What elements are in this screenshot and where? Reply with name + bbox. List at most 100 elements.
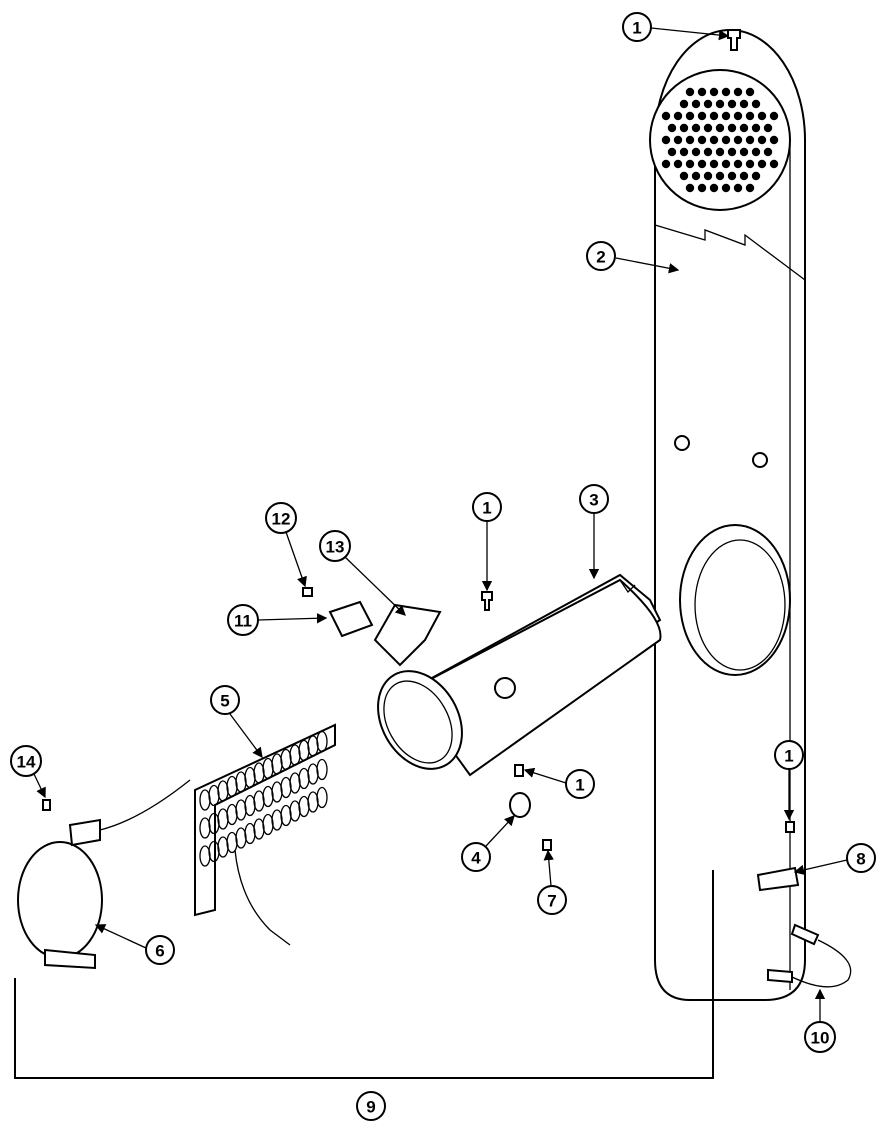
- callout-1: 1: [472, 492, 502, 522]
- callout-14: 14: [10, 745, 42, 777]
- high-limit-thermostat: [756, 866, 800, 892]
- grille-hole: [727, 171, 737, 181]
- grille-hole: [703, 99, 713, 109]
- grille-hole: [733, 159, 743, 169]
- grille-hole: [739, 99, 749, 109]
- grille-hole: [661, 135, 671, 145]
- screw-icon: [302, 587, 313, 597]
- svg-text:4: 4: [471, 849, 481, 868]
- grille-hole: [685, 87, 695, 97]
- grille-hole: [727, 99, 737, 109]
- grille-hole: [691, 171, 701, 181]
- grille-hole: [709, 111, 719, 121]
- grille-hole: [709, 159, 719, 169]
- screw-icon: [785, 821, 795, 833]
- grille-hole: [715, 123, 725, 133]
- grille-hole: [727, 147, 737, 157]
- grille-hole: [769, 159, 779, 169]
- callout-5: 5: [210, 685, 240, 715]
- grille-hole: [685, 111, 695, 121]
- wire-harness: [767, 923, 852, 988]
- grille-hole: [739, 123, 749, 133]
- grille-hole: [751, 123, 761, 133]
- grille-hole: [709, 135, 719, 145]
- grille-hole: [685, 135, 695, 145]
- svg-text:1: 1: [575, 776, 584, 795]
- grille-hole: [769, 111, 779, 121]
- grille-hole: [673, 111, 683, 121]
- grille-hole: [721, 111, 731, 121]
- grille-hole: [745, 183, 755, 193]
- grille-hole: [661, 111, 671, 121]
- duct-opening: [679, 524, 791, 676]
- grille-hole: [721, 135, 731, 145]
- grille-hole: [661, 159, 671, 169]
- svg-text:1: 1: [482, 499, 491, 518]
- grille-hole: [703, 171, 713, 181]
- callout-6: 6: [145, 935, 175, 965]
- grille-hole: [697, 135, 707, 145]
- svg-text:7: 7: [547, 892, 556, 911]
- callout-7: 7: [537, 885, 567, 915]
- svg-text:11: 11: [234, 612, 252, 631]
- grille-hole: [691, 147, 701, 157]
- heating-element: [99, 723, 336, 946]
- grille-hole: [685, 159, 695, 169]
- grille-hole: [679, 99, 689, 109]
- exhaust-duct-panel: [649, 29, 806, 1001]
- grille-hole: [673, 159, 683, 169]
- grille-hole: [697, 87, 707, 97]
- thermostat: [509, 792, 531, 818]
- callout-13: 13: [319, 530, 351, 562]
- grille-hole: [763, 123, 773, 133]
- grille-hole: [739, 147, 749, 157]
- assembly-bracket: [14, 870, 714, 1079]
- callout-10: 10: [804, 1021, 836, 1053]
- svg-text:2: 2: [596, 248, 605, 267]
- grille-hole: [697, 111, 707, 121]
- grille-hole: [703, 123, 713, 133]
- grille-hole: [697, 183, 707, 193]
- heater-housing: [377, 573, 662, 777]
- grille-hole: [745, 159, 755, 169]
- heater-cover: [17, 818, 103, 970]
- svg-text:8: 8: [856, 850, 865, 869]
- grille-hole: [697, 159, 707, 169]
- grille-hole: [733, 87, 743, 97]
- callout-1: 1: [622, 12, 652, 42]
- grille-hole: [721, 183, 731, 193]
- svg-text:13: 13: [326, 538, 345, 557]
- grille-hole: [667, 123, 677, 133]
- grille-hole: [751, 147, 761, 157]
- grille-hole: [679, 147, 689, 157]
- svg-text:3: 3: [589, 491, 598, 510]
- callout-11: 11: [227, 604, 259, 636]
- grille-hole: [769, 135, 779, 145]
- grille-hole: [721, 87, 731, 97]
- grille-hole: [715, 147, 725, 157]
- grille-hole: [733, 183, 743, 193]
- grille-hole: [709, 87, 719, 97]
- grille-hole: [703, 147, 713, 157]
- screw-icon: [514, 764, 524, 777]
- grille-hole: [757, 159, 767, 169]
- grille-hole: [709, 183, 719, 193]
- svg-text:5: 5: [220, 692, 229, 711]
- grille-hole: [715, 99, 725, 109]
- callout-3: 3: [579, 484, 609, 514]
- svg-text:10: 10: [811, 1029, 830, 1048]
- grille-hole: [751, 171, 761, 181]
- svg-text:12: 12: [272, 510, 291, 529]
- callout-9: 9: [356, 1091, 386, 1121]
- grille-hole: [733, 111, 743, 121]
- grille-hole: [745, 87, 755, 97]
- grille-hole: [691, 99, 701, 109]
- grille-hole: [685, 183, 695, 193]
- callout-8: 8: [846, 843, 876, 873]
- grille-hole: [691, 123, 701, 133]
- screw-icon: [542, 839, 552, 851]
- svg-text:1: 1: [784, 747, 793, 766]
- grille-hole: [763, 147, 773, 157]
- screw-icon: [42, 799, 51, 811]
